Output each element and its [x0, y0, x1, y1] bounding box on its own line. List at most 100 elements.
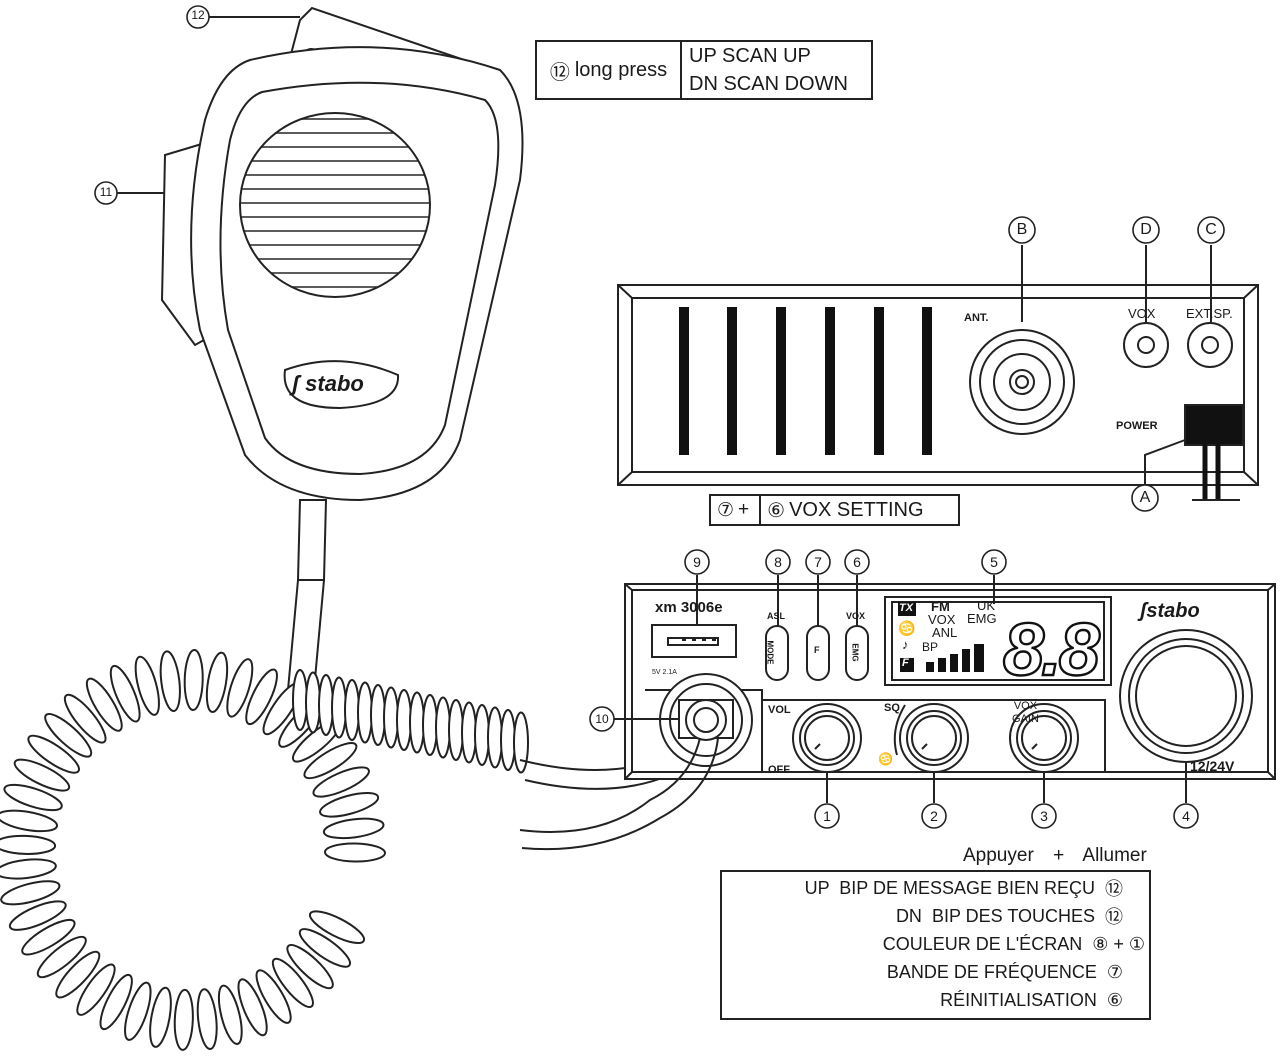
sq-label: SQ: [884, 702, 900, 714]
settings-row: UP BIP DE MESSAGE BIEN REÇU ⑫: [726, 874, 1123, 902]
cord-coil: [435, 696, 451, 759]
cord-coil: [357, 681, 373, 744]
settings-table: UP BIP DE MESSAGE BIEN REÇU ⑫ DN BIP DES…: [720, 870, 1151, 1020]
sq-mode-icon: ♋: [878, 752, 893, 766]
settings-header-plus: +: [1053, 845, 1065, 866]
callout-4: 4: [1182, 808, 1190, 824]
callout-1: 1: [823, 808, 831, 824]
vox-box-keys: ⑦ +: [711, 496, 762, 524]
cord-coil: [44, 713, 93, 758]
cord-coil: [344, 679, 360, 741]
cord-coil: [487, 706, 503, 769]
vox-key-6: ⑥: [767, 499, 786, 522]
cord-coil: [134, 655, 160, 716]
settings-row: COULEUR DE L'ÉCRAN ⑧ + ①: [726, 930, 1145, 958]
settings-row-text: DN BIP DES TOUCHES: [895, 905, 1095, 926]
cord-coil: [124, 981, 152, 1041]
scan-box: ⑫ long press UP SCAN UP DN SCAN DOWN: [535, 40, 873, 100]
settings-row: BANDE DE FRÉQUENCE ⑦: [726, 958, 1123, 986]
scan-callout: ⑫: [549, 61, 570, 84]
cord-coil: [318, 674, 334, 736]
vox-plus: +: [738, 499, 750, 520]
cord-coil: [21, 918, 76, 956]
cord-coil: [237, 978, 268, 1037]
lcd-digit-text: 8.8: [1003, 608, 1101, 691]
settings-row-keys: ⑧ + ①: [1092, 933, 1145, 954]
cord-coil: [3, 783, 63, 812]
front-panel: [116, 16, 1276, 851]
cord-coil: [292, 669, 308, 731]
cord-coil: [0, 858, 57, 880]
front-brand-logo: ʃstabo: [1140, 600, 1200, 623]
cord-coil: [8, 900, 67, 931]
rear-power-label: POWER: [1116, 420, 1158, 432]
vox-setting-label: VOX SETTING: [789, 498, 924, 521]
cord-coil: [461, 701, 477, 764]
cord-coil: [36, 935, 87, 979]
callout-a: A: [1139, 489, 1151, 506]
cord-coil: [474, 704, 490, 766]
cord-coil: [63, 693, 107, 744]
cord-coil: [331, 676, 347, 739]
cord-coil: [513, 711, 529, 774]
cord-coil: [0, 809, 58, 833]
settings-row: DN BIP DES TOUCHES ⑫: [726, 902, 1123, 930]
settings-header: Appuyer + Allumer: [963, 845, 1147, 867]
cord-coil: [13, 758, 71, 792]
callout-10: 10: [595, 712, 609, 726]
mode-button-label: MODE: [765, 640, 775, 665]
rear-vox-label: VOX: [1128, 306, 1156, 321]
lcd-fm: FM: [931, 599, 950, 614]
lcd-vox: VOX: [928, 612, 956, 627]
scan-row-up: UP SCAN UP: [689, 45, 811, 67]
cord-coil: [409, 691, 425, 754]
mic-brand-logo: ʃ stabo: [292, 371, 364, 397]
lcd-bp: BP: [922, 640, 939, 654]
vox-gain-label: VOX GAIN: [1012, 700, 1039, 725]
coiled-cord: [0, 649, 723, 1051]
settings-row-keys: ⑫: [1105, 907, 1123, 927]
cord-coil: [196, 988, 218, 1050]
callout-12: 12: [191, 8, 205, 22]
callout-2: 2: [930, 808, 938, 824]
cord-coil: [312, 766, 370, 798]
front-brand-text: stabo: [1146, 600, 1200, 622]
cord-coil: [500, 709, 516, 771]
cord-coil: [27, 734, 80, 774]
voltage-label: 12/24V: [1190, 758, 1235, 774]
cord-coil: [271, 957, 314, 1009]
lcd-tx: TX: [899, 602, 914, 614]
cord-coil: [383, 686, 399, 749]
cord-coil: [396, 689, 412, 751]
callout-3: 3: [1040, 808, 1048, 824]
lcd-uk: UK: [977, 598, 996, 613]
cord-coil: [298, 928, 351, 968]
cord-coil: [322, 817, 385, 840]
lcd-scan-icon: ♋: [898, 620, 916, 636]
callout-circles: [94, 5, 1225, 829]
cord-coil: [159, 650, 181, 713]
settings-row-keys: ⑫: [1105, 879, 1123, 899]
settings-header-press: Appuyer: [963, 845, 1034, 866]
emg-button-label: EMG: [850, 643, 860, 662]
cord-coil: [99, 973, 133, 1031]
scan-box-right: UP SCAN UP DN SCAN DOWN: [682, 42, 848, 98]
cord-coil: [245, 668, 278, 726]
vox-setting-box: ⑦ + ⑥ VOX SETTING: [709, 494, 960, 526]
callout-8: 8: [774, 554, 782, 570]
scan-long-press-label: long press: [574, 58, 668, 81]
usb-rating-label: 5V 2.1A: [652, 669, 677, 676]
cord-coil: [0, 834, 57, 855]
cord-coil: [308, 910, 366, 945]
settings-header-power: Allumer: [1082, 845, 1147, 866]
lcd-emg: EMG: [967, 611, 997, 626]
asl-label: ASL: [767, 611, 785, 621]
cord-coil: [305, 671, 321, 734]
cord-coil: [217, 984, 243, 1045]
scan-row-down: DN SCAN DOWN: [689, 73, 848, 95]
cord-coil: [303, 742, 358, 780]
f-button-label: F: [814, 645, 820, 655]
settings-row-text: RÉINITIALISATION: [940, 989, 1097, 1010]
cord-coil: [85, 677, 123, 732]
